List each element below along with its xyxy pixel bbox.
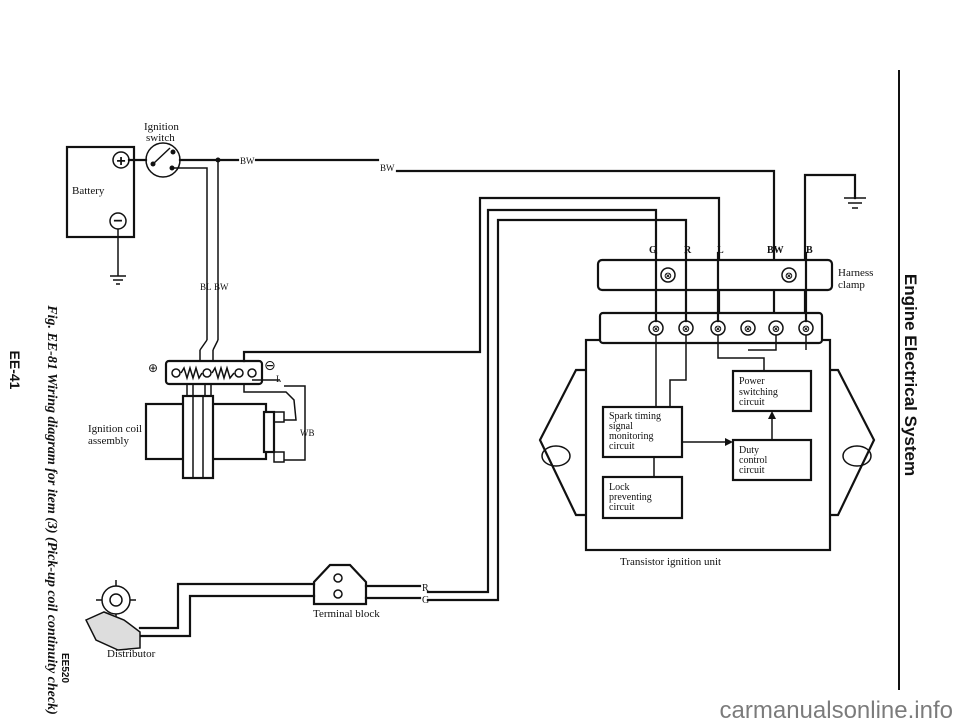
duty-line-3: circuit — [739, 465, 765, 476]
duty-control-circuit: Duty control circuit — [731, 438, 813, 482]
wire-label-r: R — [422, 583, 429, 594]
harness-clamp-screw-icon-2: ⊗ — [785, 271, 793, 282]
transistor-ignition-unit: ⊗ ⊗ ⊗ ⊗ ⊗ ⊗ Transistor ignition unit — [538, 311, 876, 568]
connector-label-g: G — [649, 245, 657, 256]
unit-pin-icon-5: ⊗ — [772, 324, 780, 335]
figure-code: EE520 — [59, 653, 70, 683]
coil-negative-symbol: ⊖ — [264, 357, 276, 373]
connector-label-bw: BW — [767, 245, 784, 256]
power-switching-circuit: Power switching circuit — [731, 369, 813, 413]
spark-timing-circuit: Spark timing signal monitoring circuit — [601, 405, 684, 459]
unit-pin-icon-1: ⊗ — [652, 324, 660, 335]
spark-line-4: circuit — [609, 441, 635, 452]
wire-label-bw-mid: BW — [214, 282, 229, 292]
wire-label-bw-top-2: BW — [380, 163, 395, 173]
unit-pin-icon-4: ⊗ — [744, 324, 752, 335]
wire-label-bw-top-1: BW — [240, 156, 255, 166]
battery-label: Battery — [72, 185, 105, 197]
distributor: Distributor — [84, 580, 156, 660]
harness-clamp-screw-icon-1: ⊗ — [664, 271, 672, 282]
connector-label-l: L — [717, 245, 724, 256]
power-line-3: circuit — [739, 397, 765, 408]
ignition-coil-assembly: ⊕ ⊖ Ignition coil assembly — [88, 357, 285, 480]
lock-preventing-circuit: Lock preventing circuit — [601, 475, 684, 520]
power-line-2: switching — [739, 387, 778, 398]
battery-ground-icon — [110, 229, 126, 285]
unit-pin-icon-6: ⊗ — [802, 324, 810, 335]
figure-caption: Fig. EE-81 Wiring diagram for item (3) (… — [44, 304, 59, 715]
power-line-1: Power — [739, 376, 765, 387]
duty-line-2: control — [739, 455, 768, 466]
coil-label-1: Ignition coil — [88, 423, 142, 435]
unit-pin-icon-3: ⊗ — [714, 324, 722, 335]
battery-negative-symbol: − — [113, 213, 122, 230]
ignition-switch-label-1: Ignition — [144, 121, 179, 133]
coil-label-2: assembly — [88, 435, 129, 447]
spark-line-3: monitoring — [609, 431, 653, 442]
terminal-block: Terminal block — [312, 563, 380, 620]
lock-line-1: Lock — [609, 482, 630, 493]
watermark: carmanualsonline.info — [720, 697, 953, 724]
connector-label-r: R — [684, 245, 692, 256]
lock-line-3: circuit — [609, 502, 635, 513]
wire-label-bl: BL — [200, 282, 212, 292]
lock-line-2: preventing — [609, 492, 652, 503]
distributor-rotor-icon — [101, 585, 131, 615]
harness-clamp: ⊗ ⊗ Harness clamp — [596, 258, 873, 292]
distributor-label: Distributor — [107, 648, 156, 660]
wire-label-l: L — [276, 374, 282, 384]
coil-positive-symbol: ⊕ — [148, 361, 158, 375]
wire-label-wb: WB — [300, 428, 315, 438]
battery: + − Battery — [65, 145, 136, 239]
unit-title: Transistor ignition unit — [620, 556, 721, 568]
harness-clamp-label-1: Harness — [838, 267, 873, 279]
pickup-coil-icon — [84, 611, 141, 651]
spark-line-1: Spark timing — [609, 411, 661, 422]
section-header: Engine Electrical System — [901, 274, 920, 476]
ignition-switch-label-2: switch — [146, 132, 175, 144]
duty-line-1: Duty — [739, 445, 759, 456]
spark-line-2: signal — [609, 421, 633, 432]
unit-pin-icon-2: ⊗ — [682, 324, 690, 335]
wire-label-g: G — [422, 595, 429, 606]
page-number: EE-41 — [7, 351, 23, 390]
harness-clamp-label-2: clamp — [838, 279, 865, 291]
battery-positive-symbol: + — [116, 153, 125, 170]
terminal-block-label: Terminal block — [313, 608, 380, 620]
connector-label-b: B — [806, 245, 813, 256]
